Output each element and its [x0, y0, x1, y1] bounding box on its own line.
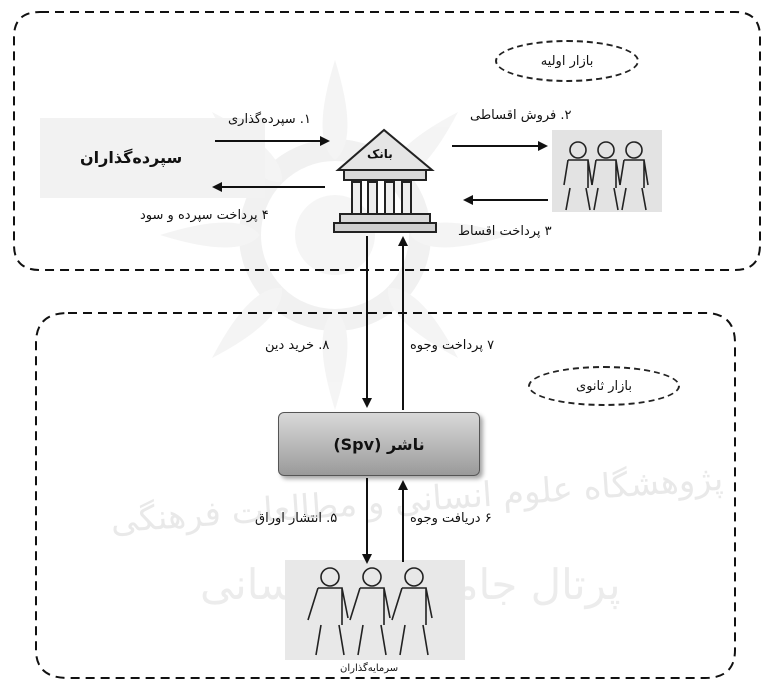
step2-label: ۲. فروش اقساطی	[470, 108, 572, 123]
primary-market-oval: بازار اولیه	[495, 40, 639, 82]
investors-label: سرمایه‌گذاران	[340, 663, 399, 674]
depositors-label: سپرده‌گذاران	[80, 148, 183, 167]
primary-market-label: بازار اولیه	[540, 53, 594, 69]
step5-label: ۵. انتشار اوراق	[255, 511, 338, 526]
step7-label: ۷ پرداخت وجوه	[410, 338, 495, 353]
customers-people-icon	[563, 141, 649, 211]
depositors-backdrop	[40, 118, 265, 198]
investors-people-icon	[307, 567, 433, 656]
step6-label: ۶ دریافت وجوه	[410, 511, 492, 526]
spv-box: ناشر (Spv)	[278, 412, 480, 476]
secondary-market-oval: بازار ثانوی	[528, 366, 680, 406]
step1-label: ۱. سپرده‌گذاری	[228, 112, 311, 127]
primary-market-region	[13, 11, 761, 271]
step8-label: ۸. خرید دین	[265, 338, 330, 353]
secondary-market-label: بازار ثانوی	[576, 378, 632, 394]
step4-label: ۴ پرداخت سپرده و سود	[140, 208, 269, 223]
spv-label: ناشر (Spv)	[333, 434, 425, 454]
investors-backdrop	[285, 560, 465, 660]
step3-label: ۳ پرداخت اقساط	[458, 224, 552, 239]
secondary-market-region	[35, 312, 736, 679]
bank-label: بانک	[367, 147, 393, 161]
bank-building	[333, 128, 437, 233]
